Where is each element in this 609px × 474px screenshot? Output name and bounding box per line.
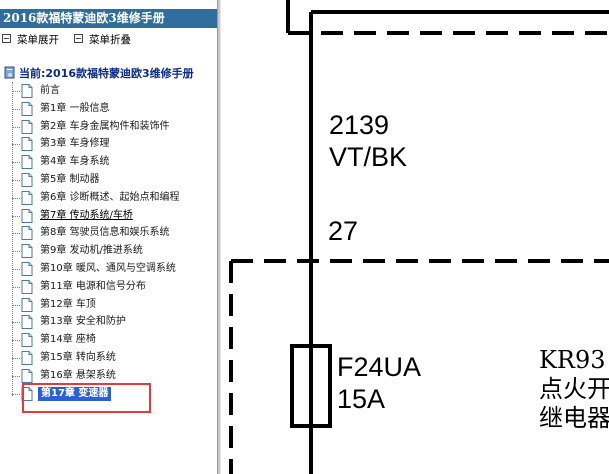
document-icon (21, 155, 33, 169)
book-icon (4, 66, 15, 79)
document-icon (21, 226, 33, 240)
tree-item-label: 第8章 驾驶员信息和娱乐系统 (40, 227, 170, 238)
tree-item-label: 前言 (40, 85, 60, 96)
tree-item-label: 第9章 发动机/推进系统 (40, 245, 143, 256)
tree-item-label: 第11章 电源和信号分布 (40, 281, 146, 292)
document-icon (21, 120, 33, 134)
tree-connector-branch (12, 287, 20, 288)
pane-splitter[interactable] (217, 0, 221, 474)
wire-color-label: VT/BK (329, 142, 408, 172)
tree-connector-branch (12, 109, 20, 110)
tree-connector-branch (12, 162, 20, 163)
wire-number-label: 2139 (329, 110, 390, 140)
tree-item-label: 第10章 暖风、通风与空调系统 (40, 263, 176, 274)
collapse-box-icon (74, 34, 83, 43)
tree-item-label: 第13章 安全和防护 (40, 316, 126, 327)
relay-name-line2: 继电器 (539, 404, 609, 432)
document-icon (21, 369, 33, 383)
document-icon (21, 102, 33, 116)
tree-item-label: 第17章 变速器 (38, 387, 112, 401)
tree-connector-branch (12, 340, 20, 341)
tree-connector-branch (12, 91, 20, 92)
tree-connector-branch (12, 322, 20, 323)
tree-connector-branch (12, 216, 20, 217)
document-icon (21, 333, 33, 347)
tree-connector-branch (12, 305, 20, 306)
document-icon (21, 298, 33, 312)
tree-connector-branch (12, 376, 20, 377)
tree-item-label: 第5章 制动器 (40, 174, 100, 185)
document-icon (21, 137, 33, 151)
tree-connector-branch (12, 358, 20, 359)
document-icon (21, 315, 33, 329)
tree-item-label: 第12章 车顶 (40, 299, 96, 310)
tree-item-label: 第14章 座椅 (40, 334, 96, 345)
tree-connector (12, 82, 13, 396)
navigation-pane: 2016款福特蒙迪欧3维修手册 菜单展开 菜单折叠 当前:2016款福特蒙迪欧3… (0, 0, 217, 474)
tree-connector-branch (12, 198, 20, 199)
tree-item-label: 第1章 一般信息 (40, 103, 110, 114)
tree-item-label: 第15章 转向系统 (40, 352, 116, 363)
manual-title-bar: 2016款福特蒙迪欧3维修手册 (0, 9, 217, 28)
tree-item-label: 第6章 诊断概述、起始点和编程 (40, 192, 180, 203)
collapse-menu-label: 菜单折叠 (89, 34, 131, 46)
expand-menu-label: 菜单展开 (17, 34, 59, 46)
tree-connector-branch (12, 127, 20, 128)
tree-connector-branch (12, 144, 20, 145)
tree-item-label: 第4章 车身系统 (40, 156, 110, 167)
tree-item-label: 第16章 悬架系统 (40, 370, 116, 381)
document-icon (21, 262, 33, 276)
document-icon (21, 387, 33, 401)
tree-item-label: 第2章 车身金属构件和装饰件 (40, 121, 170, 132)
tree-connector-branch (12, 233, 20, 234)
expand-menu-button[interactable]: 菜单展开 (2, 33, 59, 47)
document-icon (21, 209, 33, 223)
collapse-menu-button[interactable]: 菜单折叠 (74, 33, 131, 47)
document-icon (21, 280, 33, 294)
tree-item-label: 第3章 车身修理 (40, 138, 110, 149)
collapse-box-icon (2, 34, 11, 43)
tree-connector-branch (12, 180, 20, 181)
tree-item-label: 第7章 传动系统/车桥 (40, 210, 133, 221)
document-icon (21, 351, 33, 365)
fuse-id-label: F24UA (337, 352, 422, 382)
relay-name-line1: 点火开 (539, 375, 609, 403)
document-icon (21, 173, 33, 187)
wiring-diagram-view: 2139 VT/BK 27 F24UA 15A KR93 点火开 继电器 (221, 0, 609, 474)
tree-connector-branch (12, 251, 20, 252)
pin-number-label: 27 (328, 216, 359, 246)
document-icon (21, 84, 33, 98)
tree-connector-branch (12, 269, 20, 270)
wiring-diagram-graphic (229, 0, 609, 474)
fuse-rating-label: 15A (337, 384, 386, 414)
document-icon (21, 191, 33, 205)
tree-root[interactable]: 当前:2016款福特蒙迪欧3维修手册 (4, 66, 194, 82)
tree-connector-branch (12, 394, 20, 395)
tree-root-label: 当前:2016款福特蒙迪欧3维修手册 (19, 67, 194, 80)
relay-id-label: KR93 (539, 346, 606, 374)
document-icon (21, 244, 33, 258)
